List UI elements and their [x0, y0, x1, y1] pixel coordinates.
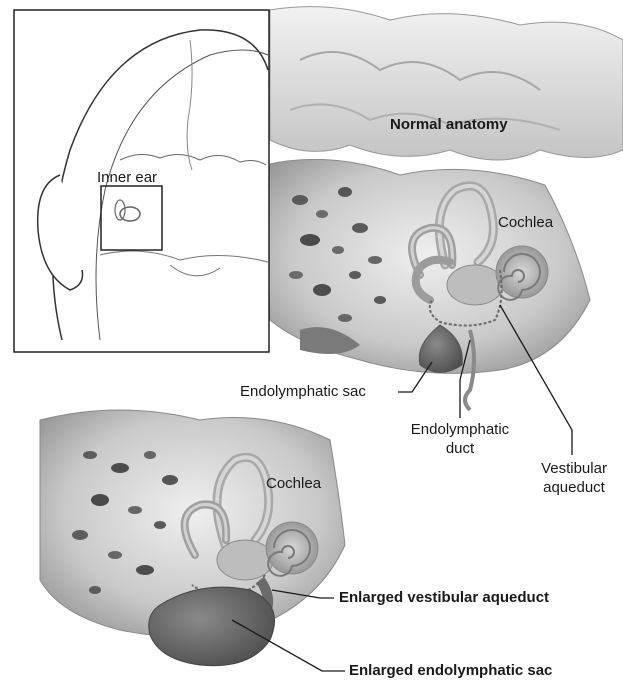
label-inner-ear: Inner ear — [97, 170, 157, 186]
brain-folds-top — [270, 7, 623, 160]
label-endolymphatic-duct-line2: duct — [398, 441, 522, 457]
label-cochlea-normal: Cochlea — [498, 215, 553, 231]
label-vestibular-aqueduct: Vestibular aqueduct — [530, 461, 618, 496]
label-enlarged-vestibular-aqueduct: Enlarged vestibular aqueduct — [339, 590, 549, 606]
label-enlarged-endolymphatic-sac: Enlarged endolymphatic sac — [349, 663, 552, 679]
label-vestibular-aqueduct-line2: aqueduct — [530, 480, 618, 496]
label-endolymphatic-sac: Endolymphatic sac — [240, 384, 366, 400]
label-normal-anatomy: Normal anatomy — [390, 117, 508, 133]
label-cochlea-enlarged: Cochlea — [266, 476, 321, 492]
label-endolymphatic-duct-line1: Endolymphatic — [398, 422, 522, 438]
label-endolymphatic-duct: Endolymphatic duct — [398, 422, 522, 457]
label-vestibular-aqueduct-line1: Vestibular — [530, 461, 618, 477]
